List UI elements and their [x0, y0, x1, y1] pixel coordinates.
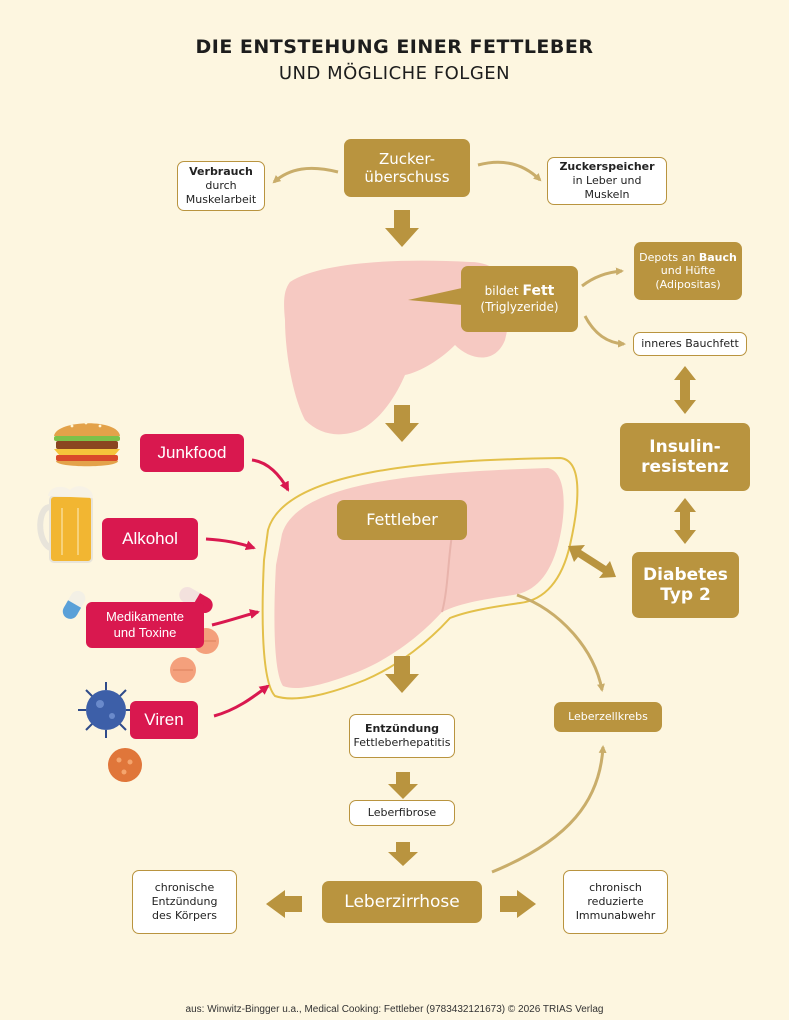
verbrauch-line1: Verbrauch — [189, 165, 253, 179]
zucker-line1: Zucker- — [378, 150, 436, 168]
node-zuckerueberschuss: Zucker- überschuss — [344, 139, 470, 197]
arrow-alkohol — [205, 537, 256, 551]
medikamente-line2: und Toxine — [113, 625, 177, 640]
insulin-line1: Insulin- — [649, 436, 721, 457]
arrow-down-1 — [385, 210, 419, 247]
arrow-to-bauchfett — [583, 315, 626, 348]
krebs-label: Leberzellkrebs — [568, 710, 648, 724]
cause-junkfood: Junkfood — [140, 434, 244, 472]
node-leberzellkrebs: Leberzellkrebs — [554, 702, 662, 732]
node-diabetes-typ-2: Diabetes Typ 2 — [632, 552, 739, 618]
arrow-zirrhose-to-krebs — [491, 745, 607, 874]
arrow-down-2 — [385, 405, 419, 442]
node-verbrauch: Verbrauch durch Muskelarbeit — [177, 161, 265, 211]
double-arrow-bauchfett-insulin — [674, 366, 696, 414]
bauchfett-label: inneres Bauchfett — [641, 337, 739, 351]
chron-immun-line3: Immunabwehr — [575, 908, 656, 922]
arrow-to-chron-immun — [500, 890, 536, 918]
node-chronische-entzuendung: chronische Entzündung des Körpers — [132, 870, 237, 934]
source-footer: aus: Winwitz-Bingger u.a., Medical Cooki… — [185, 1004, 604, 1015]
zucker-line2: überschuss — [364, 168, 450, 186]
junkfood-label: Junkfood — [157, 443, 227, 463]
node-inneres-bauchfett: inneres Bauchfett — [633, 332, 747, 356]
node-entzuendung: Entzündung Fettleberhepatitis — [349, 714, 455, 758]
depots-line2: und Hüfte — [660, 264, 716, 278]
fibrose-label: Leberfibrose — [367, 806, 437, 820]
medikamente-line1: Medikamente — [105, 608, 185, 624]
entzuendung-line2: Fettleberhepatitis — [353, 736, 451, 749]
viren-label: Viren — [144, 710, 184, 730]
chron-immun-line2: reduzierte — [587, 895, 644, 909]
virus-icon — [78, 682, 142, 782]
arrow-junkfood — [251, 458, 290, 492]
chron-entz-line2: Entzündung — [151, 895, 218, 909]
double-arrow-insulin-diabetes — [674, 498, 696, 544]
chron-entz-line1: chronische — [154, 881, 215, 895]
verbrauch-line2: durch — [205, 179, 237, 193]
zirrhose-label: Leberzirrhose — [344, 891, 460, 912]
diabetes-line2: Typ 2 — [660, 585, 711, 605]
node-fettleber: Fettleber — [337, 500, 467, 540]
beer-icon — [37, 486, 94, 563]
pills-icon — [62, 587, 219, 683]
arrow-down-3 — [385, 656, 419, 693]
insulin-line2: resistenz — [641, 457, 729, 477]
depots-line3: (Adipositas) — [655, 277, 721, 291]
depots-line1: Depots an Bauch — [639, 251, 737, 265]
bildet-fett-line2: (Triglyzeride) — [480, 300, 559, 315]
cause-alkohol: Alkohol — [102, 518, 198, 560]
zuckerspeicher-line1: Zuckerspeicher — [559, 160, 655, 174]
chron-entz-line3: des Körpers — [152, 908, 217, 922]
alkohol-label: Alkohol — [122, 529, 178, 549]
arrow-liver-to-krebs — [516, 593, 605, 692]
verbrauch-line3: Muskelarbeit — [185, 192, 257, 206]
double-arrow-liver-diabetes — [568, 545, 616, 578]
fatty-liver-outline — [261, 456, 579, 700]
node-chronische-immunabwehr: chronisch reduzierte Immunabwehr — [563, 870, 668, 934]
cause-medikamente: Medikamente und Toxine — [86, 602, 204, 648]
page-title: DIE ENTSTEHUNG EINER FETTLEBER — [195, 36, 594, 58]
arrow-to-zuckerspeicher — [477, 160, 542, 182]
page-subtitle: UND MÖGLICHE FOLGEN — [278, 63, 511, 84]
node-insulinresistenz: Insulin- resistenz — [620, 423, 750, 491]
chron-immun-line1: chronisch — [589, 881, 642, 895]
zuckerspeicher-line3: Muskeln — [584, 187, 630, 201]
node-leberzirrhose: Leberzirrhose — [322, 881, 482, 923]
node-leberfibrose: Leberfibrose — [349, 800, 455, 826]
arrow-to-depots — [581, 267, 624, 288]
burger-icon — [54, 421, 120, 467]
node-depots: Depots an Bauch und Hüfte (Adipositas) — [634, 242, 742, 300]
arrow-to-chron-entz — [266, 890, 302, 918]
node-bildet-fett: bildet Fett (Triglyzeride) — [461, 266, 578, 332]
bildet-fett-line1: bildet Fett — [484, 283, 555, 300]
node-zuckerspeicher: Zuckerspeicher in Leber und Muskeln — [547, 157, 667, 205]
entzuendung-line1: Entzündung — [364, 722, 440, 736]
cause-viren: Viren — [130, 701, 198, 739]
arrow-viren — [213, 684, 270, 718]
arrow-down-4 — [388, 772, 418, 799]
fettleber-label: Fettleber — [366, 510, 438, 530]
arrow-to-verbrauch — [272, 166, 339, 184]
arrow-medikamente — [211, 609, 260, 627]
zuckerspeicher-line2: in Leber und — [572, 174, 642, 188]
arrow-down-5 — [388, 842, 418, 866]
diabetes-line1: Diabetes — [643, 564, 728, 585]
